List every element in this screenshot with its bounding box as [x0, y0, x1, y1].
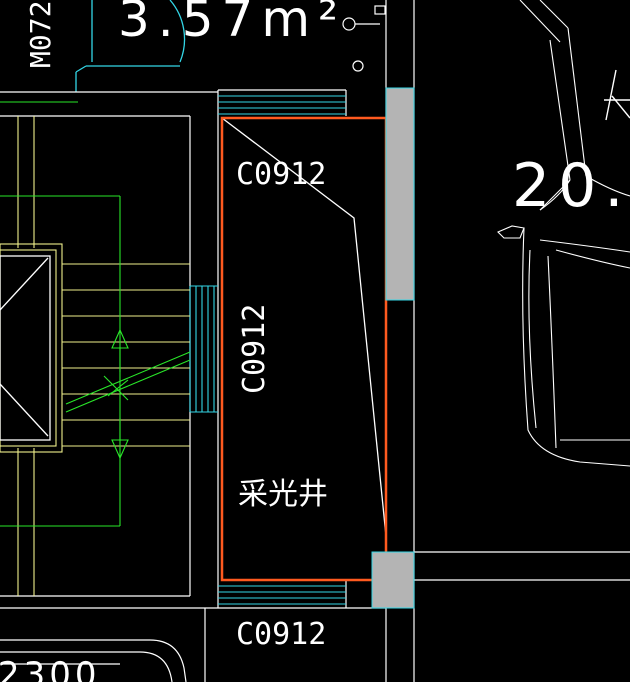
column-bottom — [371, 551, 415, 609]
window-label-vertical: C0912 — [237, 304, 272, 394]
bottom-dimension-text: 2300 — [0, 655, 101, 682]
stair-window-white — [0, 255, 51, 441]
partial-glyph-top-right — [604, 69, 630, 121]
door-tag-text: M072 — [24, 1, 57, 68]
window-label-top: C0912 — [236, 157, 326, 192]
right-number-text: 20.0 — [512, 151, 630, 221]
light-well-outline[interactable] — [220, 116, 388, 582]
window-left — [189, 285, 218, 413]
window-bottom — [218, 585, 346, 605]
room-area-text: 3.57m² — [118, 0, 346, 48]
column-top — [385, 87, 415, 301]
window-label-bottom: C0912 — [236, 617, 326, 652]
light-well-label: 采光井 — [238, 477, 328, 512]
window-top — [218, 95, 346, 115]
door-swing — [75, 0, 186, 92]
door-tag-group: M072 — [24, 1, 57, 68]
stair-green-lines — [0, 101, 191, 527]
light-well-diagonal — [221, 117, 387, 537]
stair-yellow-lines — [0, 116, 190, 596]
car-outline — [497, 0, 630, 467]
fixture-symbol — [342, 5, 386, 72]
light-well[interactable] — [220, 116, 388, 582]
